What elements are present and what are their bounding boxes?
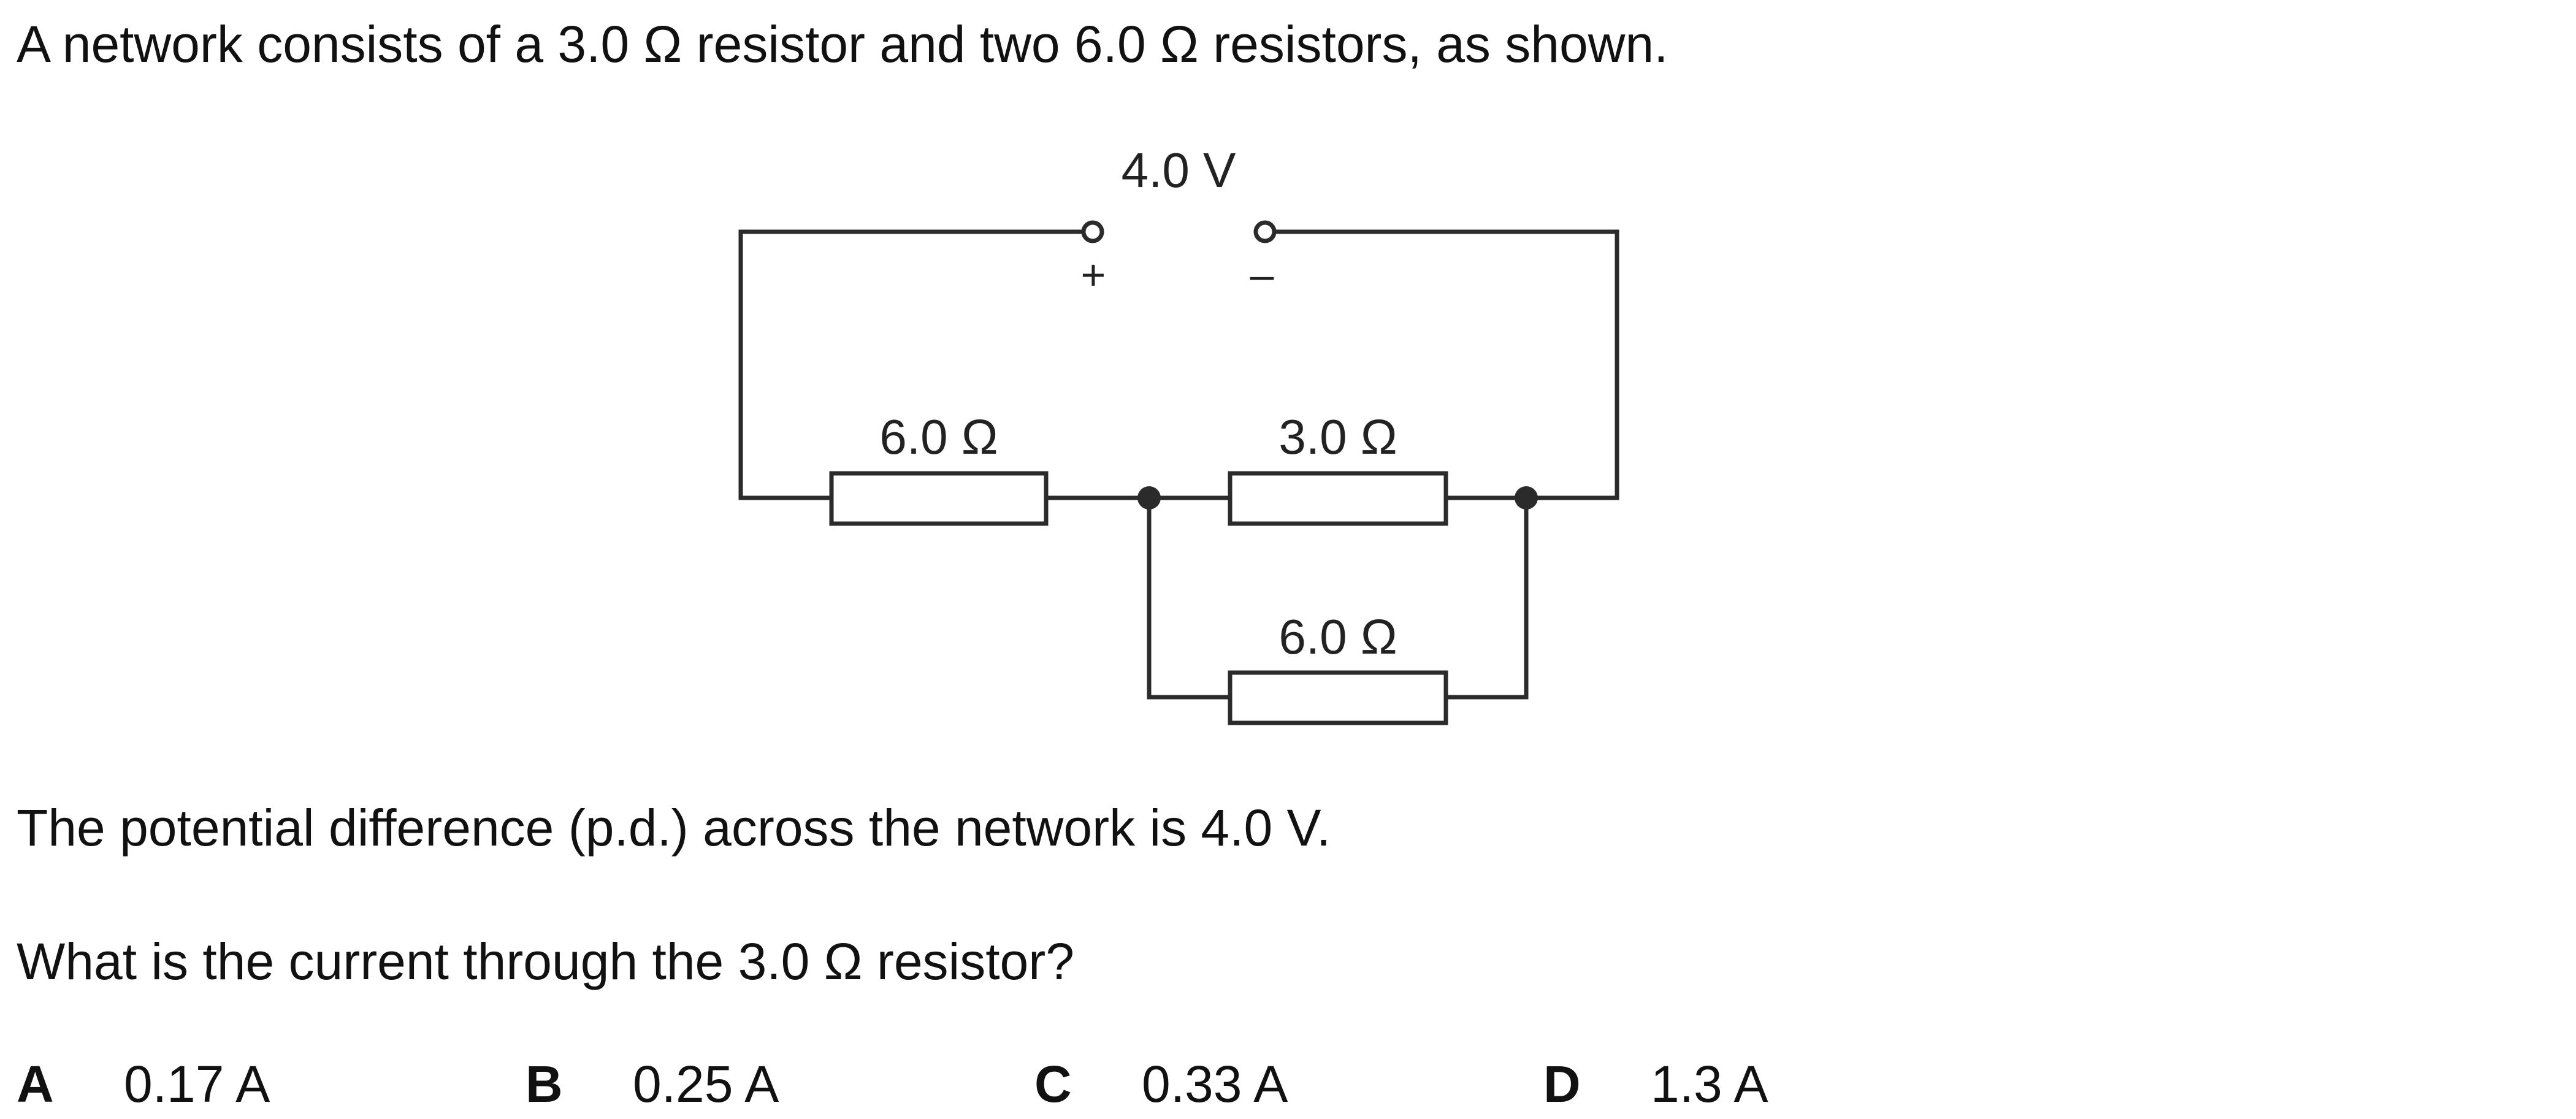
option-c[interactable]: C 0.33 A — [1034, 1053, 1288, 1115]
option-c-letter: C — [1034, 1055, 1072, 1113]
resistor-lower-label: 6.0 Ω — [1278, 609, 1397, 664]
question-intro: A network consists of a 3.0 Ω resistor a… — [17, 15, 1668, 73]
question-prompt: What is the current through the 3.0 Ω re… — [17, 933, 1074, 990]
question-pd-statement: The potential difference (p.d.) across t… — [17, 799, 1331, 857]
option-a[interactable]: A 0.17 A — [17, 1053, 270, 1115]
wire-lower-branch-left — [1147, 495, 1233, 700]
negative-sign: – — [1250, 251, 1274, 299]
wire-right-loop — [1272, 229, 1619, 500]
positive-sign: + — [1081, 251, 1106, 299]
positive-terminal — [1081, 220, 1104, 243]
resistor-middle-label: 3.0 Ω — [1278, 410, 1397, 464]
resistor-left-label: 6.0 Ω — [879, 410, 998, 464]
junction-left — [1137, 486, 1161, 510]
option-b[interactable]: B 0.25 A — [526, 1053, 779, 1115]
option-d-letter: D — [1543, 1055, 1581, 1113]
resistor-left — [829, 471, 1049, 526]
option-a-value: 0.17 A — [124, 1055, 270, 1113]
negative-terminal — [1253, 220, 1277, 243]
option-d-value: 1.3 A — [1651, 1055, 1768, 1113]
wire-lower-branch-right — [1443, 495, 1529, 700]
option-d[interactable]: D 1.3 A — [1543, 1053, 1768, 1115]
supply-voltage-label: 4.0 V — [1122, 143, 1236, 197]
junction-right — [1515, 486, 1538, 510]
wire-left-loop — [738, 229, 1095, 500]
option-b-letter: B — [526, 1055, 563, 1113]
resistor-lower — [1228, 670, 1448, 725]
answer-options: A 0.17 A B 0.25 A C 0.33 A D 1.3 A — [17, 1053, 2531, 1115]
resistor-middle — [1228, 471, 1448, 526]
circuit-diagram: 4.0 V + – 6.0 Ω 3.0 Ω 6.0 Ω — [738, 143, 1619, 725]
option-a-letter: A — [17, 1055, 54, 1113]
option-b-value: 0.25 A — [633, 1055, 779, 1113]
option-c-value: 0.33 A — [1142, 1055, 1288, 1113]
